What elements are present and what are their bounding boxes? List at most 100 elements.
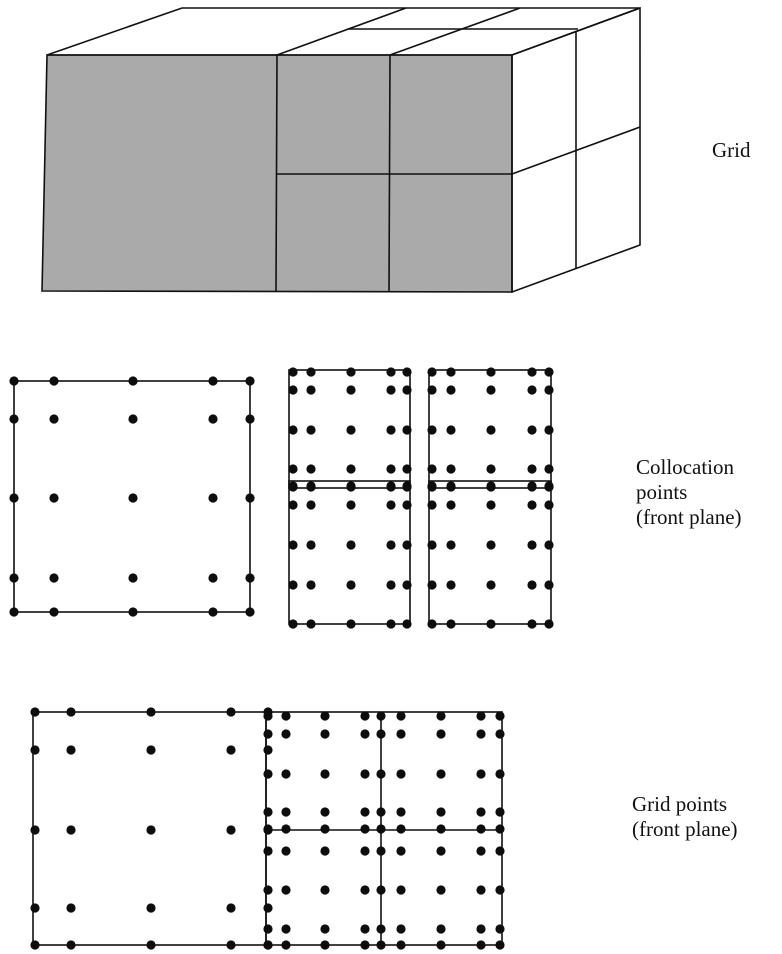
colloc-point-coarse-0-3 [208,376,218,386]
grid-point-fine-2-1 [281,769,291,779]
colloc-point-fine-bl-2-1 [306,540,316,550]
grid-point-fine-4-5 [396,824,406,834]
grid-point-coarse-1-4 [263,745,273,755]
grid-point-fine-8-5 [396,940,406,950]
grid-point-coarse-3-2 [146,903,156,913]
grid-point-fine-7-8 [495,924,505,934]
colloc-point-coarse-1-4 [245,414,255,424]
grid-point-fine-5-3 [360,846,370,856]
colloc-point-fine-br-4-3 [527,619,537,629]
grid-point-fine-4-1 [281,824,291,834]
grid-point-fine-6-7 [476,885,486,895]
grid-point-fine-6-3 [360,885,370,895]
grid-point-fine-5-0 [263,846,273,856]
colloc-point-coarse-3-3 [208,573,218,583]
grid-point-fine-3-5 [396,807,406,817]
grid-point-fine-3-2 [320,807,330,817]
grid-point-fine-3-0 [263,807,273,817]
colloc-point-coarse-1-0 [9,414,19,424]
colloc-point-fine-br-4-0 [427,619,437,629]
grid-point-fine-1-2 [320,729,330,739]
grid-point-coarse-1-3 [226,745,236,755]
colloc-point-fine-br-0-1 [446,482,456,492]
colloc-point-coarse-4-4 [245,607,255,617]
colloc-point-fine-tr-3-3 [527,464,537,474]
grid-point-fine-3-8 [495,807,505,817]
grid-point-fine-1-8 [495,729,505,739]
colloc-point-fine-tl-0-0 [288,367,298,377]
colloc-point-fine-bl-4-2 [346,619,356,629]
colloc-point-fine-tr-0-1 [446,367,456,377]
label-collocation-line-2: points [636,480,688,504]
grid-point-fine-1-6 [436,729,446,739]
colloc-point-fine-tl-2-0 [288,425,298,435]
label-grid: Grid [712,138,751,163]
colloc-point-coarse-2-4 [245,493,255,503]
grid-point-fine-4-8 [495,824,505,834]
colloc-point-coarse-0-4 [245,376,255,386]
grid-point-fine-5-1 [281,846,291,856]
grid-point-fine-1-7 [476,729,486,739]
colloc-point-fine-tl-2-4 [402,425,412,435]
grid-point-fine-7-1 [281,924,291,934]
colloc-point-fine-br-0-0 [427,482,437,492]
grid-point-fine-0-3 [360,711,370,721]
grid-point-coarse-3-4 [263,903,273,913]
colloc-point-fine-tl-3-0 [288,464,298,474]
grid-point-fine-4-7 [476,824,486,834]
colloc-point-fine-tr-3-2 [486,464,496,474]
grid-point-fine-5-5 [396,846,406,856]
colloc-point-fine-tl-1-4 [402,385,412,395]
grid-point-coarse-0-2 [146,707,156,717]
grid-point-coarse-3-3 [226,903,236,913]
colloc-point-fine-br-0-4 [544,482,554,492]
colloc-point-fine-bl-1-4 [402,500,412,510]
colloc-point-fine-bl-2-2 [346,540,356,550]
colloc-point-coarse-0-1 [49,376,59,386]
grid-point-coarse-0-0 [30,707,40,717]
colloc-point-fine-br-0-2 [486,482,496,492]
grid-point-coarse-3-0 [30,903,40,913]
colloc-point-fine-br-0-3 [527,482,537,492]
colloc-point-fine-bl-1-2 [346,500,356,510]
colloc-point-fine-tl-3-3 [386,464,396,474]
grid-point-fine-6-1 [281,885,291,895]
grid-point-fine-2-5 [396,769,406,779]
grid-points [30,707,505,950]
colloc-point-fine-br-4-4 [544,619,554,629]
grid-point-fine-1-0 [263,729,273,739]
colloc-point-fine-tr-3-0 [427,464,437,474]
grid-point-coarse-4-1 [66,940,76,950]
grid-point-coarse-4-3 [226,940,236,950]
colloc-point-fine-tl-1-3 [386,385,396,395]
colloc-point-fine-br-3-4 [544,580,554,590]
right-divider-horizontal [511,126,641,175]
label-collocation-line-1: Collocation [636,455,734,479]
grid-point-fine-3-6 [436,807,446,817]
grid-point-fine-8-6 [436,940,446,950]
colloc-point-fine-tr-2-0 [427,425,437,435]
front-divider-vertical-1 [275,54,278,293]
grid-point-coarse-1-1 [66,745,76,755]
colloc-point-fine-tr-0-2 [486,367,496,377]
colloc-point-fine-tr-1-4 [544,385,554,395]
grid-point-fine-7-5 [396,924,406,934]
colloc-point-fine-bl-2-0 [288,540,298,550]
grid-point-fine-4-0 [263,824,273,834]
colloc-point-fine-tr-3-1 [446,464,456,474]
grid-point-coarse-2-0 [30,825,40,835]
grid-point-fine-2-4 [376,769,386,779]
colloc-point-fine-bl-4-3 [386,619,396,629]
grid-point-fine-1-1 [281,729,291,739]
label-grid-text: Grid [712,138,751,162]
grid-point-fine-5-7 [476,846,486,856]
grid-point-fine-0-8 [495,711,505,721]
grid-point-fine-3-7 [476,807,486,817]
grid-point-coarse-1-0 [30,745,40,755]
colloc-point-fine-tr-1-1 [446,385,456,395]
colloc-point-fine-bl-0-1 [306,482,316,492]
grid-point-fine-5-6 [436,846,446,856]
colloc-point-fine-tl-0-3 [386,367,396,377]
colloc-point-fine-br-3-1 [446,580,456,590]
